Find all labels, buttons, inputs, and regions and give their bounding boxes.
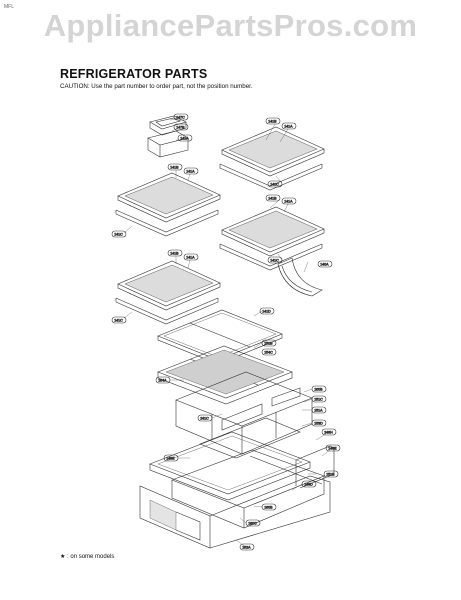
callout-label: 151A <box>314 408 323 412</box>
callout-label: 241C <box>200 416 209 420</box>
pantry-drawer-tray <box>149 431 311 501</box>
callout-label: 149E <box>328 446 337 450</box>
callout-label: 141A <box>284 124 293 128</box>
callout-label: 141A <box>186 169 195 173</box>
callout-label: 147B <box>176 125 185 129</box>
dairy-bin-part <box>147 115 189 158</box>
drawer-side-rail <box>295 445 335 489</box>
callout-label: 164A <box>158 378 167 382</box>
callout-label: 141A <box>284 199 293 203</box>
caution-note: CAUTION: Use the part number to order pa… <box>60 83 253 90</box>
callout-label: 151B <box>326 472 335 476</box>
callout-label: 151B <box>264 341 273 345</box>
callout-label: 141C <box>114 318 123 322</box>
drawer-front-panel <box>139 475 331 549</box>
callout-label: 141C <box>270 258 279 262</box>
callout-label: 141A <box>186 255 195 259</box>
footnote: ★ : on some models <box>60 554 115 560</box>
callout-label: 141B <box>170 251 179 255</box>
shelf-assembly-right-2 <box>219 206 325 271</box>
callout-label: 160B <box>264 505 273 509</box>
shelf-assembly-right-1 <box>219 126 325 191</box>
page-reference: MFL <box>4 4 14 10</box>
page-title: REFRIGERATOR PARTS <box>60 67 208 81</box>
callout-label: 160C <box>248 521 257 525</box>
callout-label: 162A <box>242 545 251 549</box>
callout-label: 141C <box>270 182 279 186</box>
callout-label: 141B <box>268 119 277 123</box>
callout-label: 141A <box>180 136 189 140</box>
part-callouts: 147C 147B 141A 141B 141A 141C 141B 141A … <box>111 113 341 551</box>
callout-label: 141C <box>114 232 123 236</box>
callout-label: 151C <box>314 397 323 401</box>
callout-label: 141B <box>170 165 179 169</box>
callout-label: 147C <box>176 115 185 119</box>
callout-label: 249H <box>324 430 333 434</box>
callout-label: 140A <box>320 262 329 266</box>
watermark: AppliancePartsPros.com <box>43 8 418 43</box>
callout-label: 154C <box>264 350 273 354</box>
shelf-guard-part <box>277 257 323 297</box>
shelf-assembly-left-1 <box>115 172 221 237</box>
callout-label: 153D <box>314 421 323 425</box>
shelf-assembly-left-2 <box>115 260 221 325</box>
callout-label: 149E <box>166 456 175 460</box>
leader-lines <box>123 118 331 548</box>
callout-label: 160B <box>314 387 323 391</box>
callout-label: 141D <box>262 309 271 313</box>
callout-label: 149D <box>304 482 313 486</box>
pantry-drawer-base <box>171 449 325 529</box>
callout-label: 141B <box>268 196 277 200</box>
